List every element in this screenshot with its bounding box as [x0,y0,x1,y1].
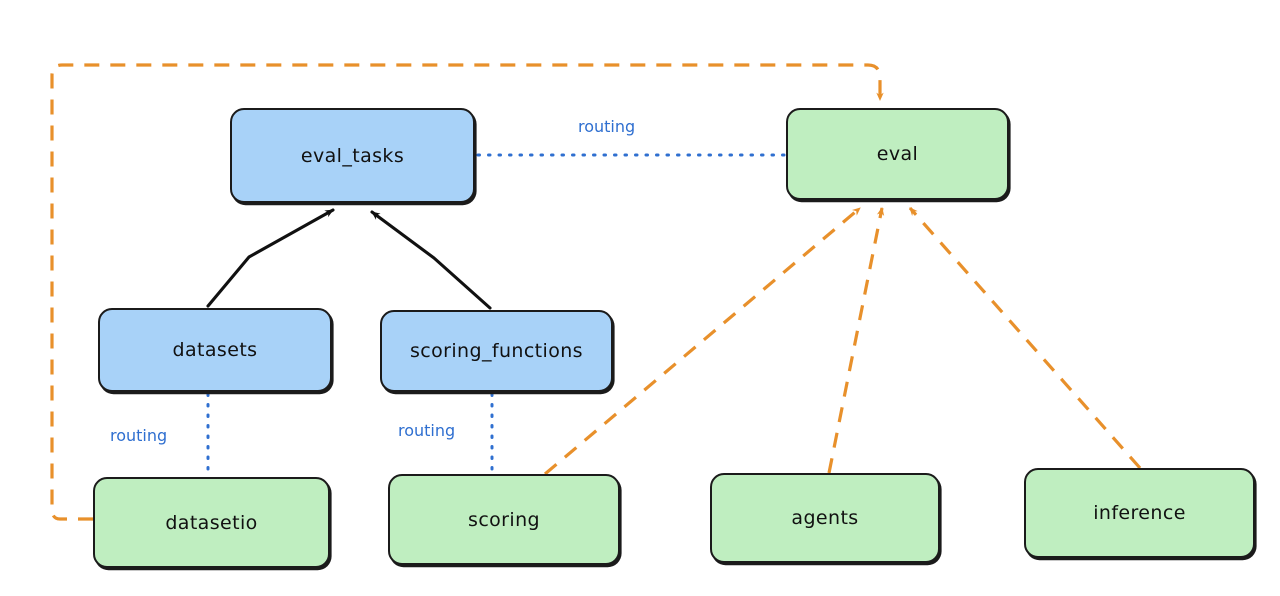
node-agents[interactable]: agents [710,473,940,563]
node-eval[interactable]: eval [786,108,1009,200]
edge-datasets-to-eval-tasks [206,208,335,308]
node-datasets[interactable]: datasets [98,308,332,392]
edge-inference-to-eval [908,206,1142,470]
node-label-scoring: scoring [468,508,540,531]
edge-label-routing-scoring-functions-scoring: routing [398,421,456,440]
node-label-eval-tasks: eval_tasks [300,144,405,167]
node-inference[interactable]: inference [1024,468,1255,558]
edge-scoring-functions-to-eval-tasks [370,210,492,310]
node-label-datasetio: datasetio [165,511,258,534]
edge-label-routing-datasets-datasetio: routing [110,426,168,445]
node-datasetio[interactable]: datasetio [93,477,330,568]
edge-label-routing-eval-tasks-eval: routing [578,117,636,136]
node-label-agents: agents [791,507,859,529]
node-scoring[interactable]: scoring [388,474,620,565]
node-label-inference: inference [1093,502,1186,524]
edge-agents-to-eval [827,207,885,474]
node-label-scoring-functions: scoring_functions [410,340,583,362]
node-eval-tasks[interactable]: eval_tasks [230,108,475,203]
edge-scoring-to-eval [543,206,862,476]
node-scoring-functions[interactable]: scoring_functions [380,310,613,392]
node-label-eval: eval [876,143,919,165]
node-label-datasets: datasets [172,339,258,361]
edge-datasetio-to-eval [50,63,884,521]
